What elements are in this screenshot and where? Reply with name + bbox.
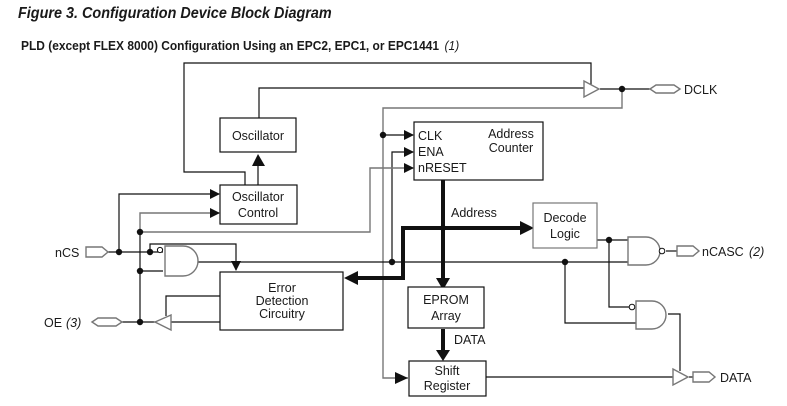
data-buffer bbox=[672, 367, 690, 387]
error-label-1: Error bbox=[268, 281, 296, 295]
subtitle-text: PLD (except FLEX 8000) Configuration Usi… bbox=[21, 38, 440, 53]
subtitle-footnote: (1) bbox=[444, 38, 460, 53]
error-label-2: Detection bbox=[256, 294, 309, 308]
wire-osc-ctrl-2 bbox=[139, 208, 220, 232]
oe-buffer bbox=[153, 313, 172, 332]
and-gate-data-enable bbox=[628, 300, 667, 330]
address-bus-arrow-down bbox=[436, 278, 450, 290]
buses bbox=[344, 180, 534, 361]
oscillator-block: Oscillator bbox=[219, 117, 297, 153]
shift-label-2: Register bbox=[424, 379, 471, 393]
eprom-array-block: EPROM Array bbox=[407, 286, 485, 329]
decode-label-2: Logic bbox=[550, 227, 580, 241]
dclk-buffer bbox=[583, 79, 601, 99]
osc-control-label-1: Oscillator bbox=[232, 190, 284, 204]
error-detection-block: Error Detection Circuitry bbox=[219, 271, 344, 331]
wire-ncs-osc bbox=[118, 189, 220, 252]
pin-ncasc-note: (2) bbox=[749, 245, 764, 259]
pin-ncasc-label: nCASC bbox=[702, 245, 744, 259]
nand-gate-ncasc bbox=[627, 236, 666, 266]
junctions bbox=[115, 85, 626, 326]
pin-oe: OE (3) bbox=[44, 316, 124, 330]
wire-ena bbox=[391, 147, 414, 262]
port-ena: ENA bbox=[418, 145, 444, 159]
wire-osc-enable bbox=[183, 62, 592, 185]
osc-control-label-2: Control bbox=[238, 206, 278, 220]
shift-register-block: Shift Register bbox=[408, 360, 487, 397]
decode-logic-block: Decode Logic bbox=[532, 202, 598, 249]
data-bus-label: DATA bbox=[454, 333, 486, 347]
oscillator-label: Oscillator bbox=[232, 129, 284, 143]
wire-dclk-feedback bbox=[382, 89, 623, 379]
pin-dclk-label: DCLK bbox=[684, 83, 718, 97]
osc-control-to-osc-arrow bbox=[252, 154, 265, 166]
wire-ncs-and2 bbox=[564, 262, 636, 324]
pin-ncs: nCS bbox=[55, 246, 110, 260]
address-counter-label-1: Address bbox=[488, 127, 534, 141]
address-counter-label-2: Counter bbox=[489, 141, 533, 155]
wire-osc-out bbox=[258, 87, 585, 125]
pin-dclk: DCLK bbox=[648, 83, 718, 97]
address-counter-block: CLK ENA nRESET Address Counter bbox=[413, 121, 544, 181]
pin-data-label: DATA bbox=[720, 371, 752, 385]
address-bus-arrow-right bbox=[520, 221, 534, 235]
figure-subtitle: PLD (except FLEX 8000) Configuration Usi… bbox=[21, 38, 459, 53]
and-gate-ncs bbox=[156, 245, 199, 277]
wires bbox=[108, 62, 695, 379]
wire-error-oe-en bbox=[165, 295, 220, 316]
wire-and2-out bbox=[668, 313, 681, 371]
address-bus-label: Address bbox=[451, 206, 497, 220]
oscillator-control-block: Oscillator Control bbox=[219, 184, 298, 225]
address-bus-arrow-left bbox=[344, 271, 358, 285]
shift-clk-arrow bbox=[395, 372, 408, 384]
eprom-label-1: EPROM bbox=[423, 293, 469, 307]
figure-title: Figure 3. Configuration Device Block Dia… bbox=[18, 5, 332, 22]
pin-data: DATA bbox=[692, 371, 752, 385]
data-bus-arrow bbox=[436, 350, 450, 361]
shift-label-1: Shift bbox=[434, 364, 460, 378]
pin-oe-note: (3) bbox=[66, 316, 81, 330]
pin-ncs-label: nCS bbox=[55, 246, 79, 260]
port-clk: CLK bbox=[418, 129, 443, 143]
wire-nreset bbox=[140, 163, 414, 233]
pin-ncasc: nCASC (2) bbox=[676, 245, 764, 259]
pin-oe-label: OE bbox=[44, 316, 62, 330]
port-nreset: nRESET bbox=[418, 161, 467, 175]
eprom-label-2: Array bbox=[431, 309, 462, 323]
error-label-3: Circuitry bbox=[259, 307, 306, 321]
decode-label-1: Decode bbox=[543, 211, 586, 225]
address-bus-to-error bbox=[356, 226, 443, 280]
wire-decode-and bbox=[608, 240, 630, 308]
wire-ncs-error bbox=[149, 243, 241, 271]
